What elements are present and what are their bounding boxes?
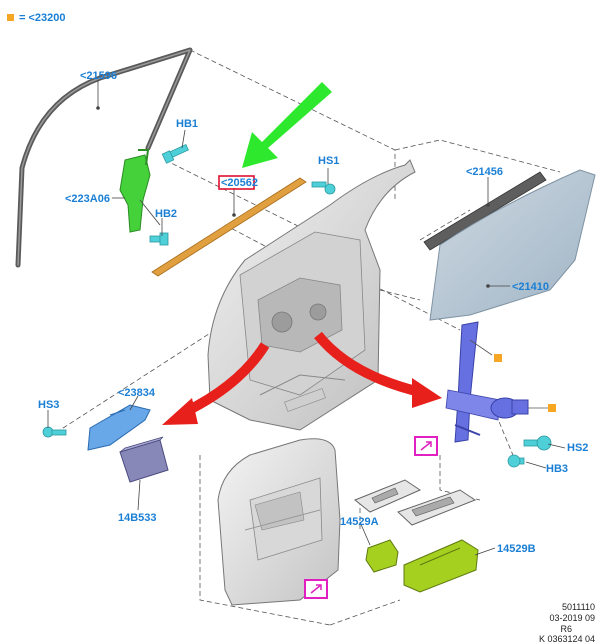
- hb2-bolt: [149, 232, 169, 246]
- label-21456: <21456: [466, 166, 503, 178]
- belt-weatherstrip: [151, 177, 307, 277]
- label-23834: <23834: [118, 387, 156, 399]
- regulator-marker-upper: [494, 354, 502, 362]
- label-hs1: HS1: [318, 155, 339, 167]
- hs2-screw: [523, 435, 552, 451]
- legend-text: = <23200: [19, 12, 66, 24]
- label-hb1: HB1: [176, 118, 198, 130]
- footer-line-2: 03-2019 09: [549, 613, 595, 623]
- label-14529b: 14529B: [497, 543, 536, 555]
- switch-bezel-large: [397, 489, 477, 526]
- label-14529a: 14529A: [340, 516, 379, 528]
- red-arrow-icon-left: [162, 342, 270, 425]
- footer-line-3: R6: [560, 624, 572, 634]
- hs3-screw: [42, 426, 67, 438]
- window-switch-master: [403, 539, 479, 593]
- footer-info: 5011110 03-2019 09 R6 K 0363124 04: [539, 602, 595, 644]
- legend-marker: [7, 14, 14, 21]
- pointer-callout-icon: [310, 584, 322, 594]
- door-inner-panel: [207, 159, 416, 431]
- label-223a06: <223A06: [65, 193, 110, 205]
- callout-box-trim: [304, 579, 328, 599]
- highlight-box-20562: [218, 175, 255, 190]
- label-21410: <21410: [512, 281, 549, 293]
- glass-guide-bracket: [119, 149, 161, 233]
- footer-line-1: 5011110: [562, 602, 595, 612]
- door-control-module: [119, 436, 169, 483]
- callout-box-bezel: [414, 436, 438, 456]
- control-module-bracket: [87, 404, 151, 451]
- green-arrow-icon: [242, 82, 332, 168]
- hb1-bolt: [161, 143, 189, 164]
- label-hb2: HB2: [155, 208, 177, 220]
- label-21596: <21596: [80, 70, 117, 82]
- hs1-screw: [311, 181, 336, 195]
- footer-line-4: K 0363124 04: [539, 634, 595, 644]
- leader-lines: [47, 80, 566, 556]
- label-hb3: HB3: [546, 463, 568, 475]
- pointer-callout-icon: [420, 441, 432, 451]
- door-trim-panel: [217, 438, 341, 606]
- label-14b533: 14B533: [118, 512, 157, 524]
- outer-belt-strip: [423, 171, 547, 251]
- window-regulator: [445, 321, 529, 443]
- window-switch-single: [365, 539, 399, 573]
- label-hs3: HS3: [38, 399, 59, 411]
- switch-bezel-small: [354, 479, 422, 513]
- door-glass: [429, 169, 596, 321]
- label-20562: <20562: [221, 177, 258, 189]
- regulator-marker-motor: [548, 404, 556, 412]
- hb3-bolt: [507, 454, 525, 468]
- label-hs2: HS2: [567, 442, 588, 454]
- red-arrow-icon-right: [314, 331, 442, 408]
